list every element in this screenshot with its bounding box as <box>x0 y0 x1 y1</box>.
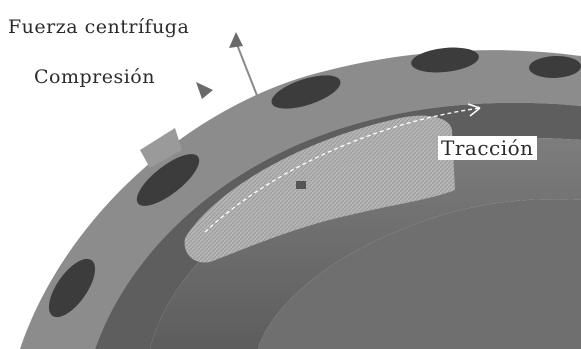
tension-marker <box>296 181 306 189</box>
label-fuerza-centrifuga: Fuerza centrífuga <box>8 16 189 38</box>
label-traccion: Tracción <box>438 136 537 160</box>
arrow-up-right-icon <box>229 32 243 48</box>
label-compresion: Compresión <box>34 66 155 88</box>
force-arrow-line <box>236 42 258 98</box>
compression-arrow-icon <box>196 82 213 99</box>
